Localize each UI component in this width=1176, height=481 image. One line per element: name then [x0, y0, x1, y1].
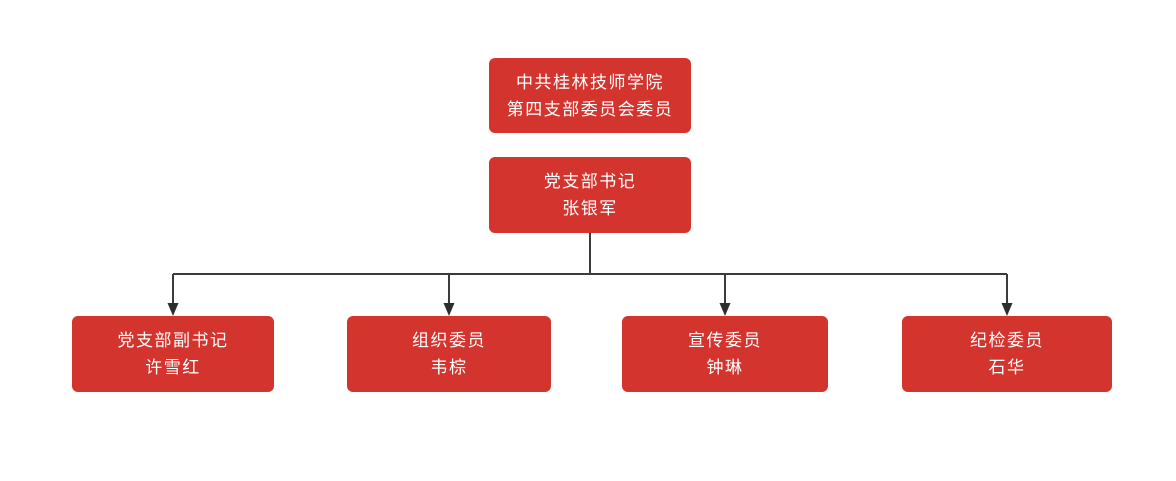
- org-node-publicity-commissioner-name: 钟琳: [706, 358, 744, 377]
- org-node-publicity-commissioner-role: 宣传委员: [688, 331, 762, 350]
- org-node-secretary-name: 张银军: [562, 199, 618, 218]
- org-node-secretary: 党支部书记 张银军: [489, 157, 691, 233]
- org-node-organization-commissioner-role: 组织委员: [412, 331, 486, 350]
- org-node-root: 中共桂林技师学院 第四支部委员会委员: [489, 58, 691, 133]
- org-node-organization-commissioner-name: 韦棕: [430, 358, 468, 377]
- arrowhead-icon: [443, 303, 455, 316]
- org-node-discipline-commissioner-name: 石华: [988, 358, 1026, 377]
- arrowhead-icon: [719, 303, 731, 316]
- arrowhead-icon: [1001, 303, 1013, 316]
- arrowhead-icon: [167, 303, 179, 316]
- org-node-root-line1: 中共桂林技师学院: [516, 72, 664, 92]
- org-node-root-line2: 第四支部委员会委员: [506, 99, 674, 119]
- org-node-deputy-secretary-role: 党支部副书记: [117, 331, 229, 350]
- org-node-deputy-secretary: 党支部副书记 许雪红: [72, 316, 274, 392]
- org-node-discipline-commissioner-role: 纪检委员: [970, 331, 1044, 350]
- org-node-publicity-commissioner: 宣传委员 钟琳: [622, 316, 828, 392]
- org-node-discipline-commissioner: 纪检委员 石华: [902, 316, 1112, 392]
- org-node-organization-commissioner: 组织委员 韦棕: [347, 316, 551, 392]
- org-node-deputy-secretary-name: 许雪红: [145, 358, 201, 377]
- org-node-secretary-role: 党支部书记: [543, 172, 637, 191]
